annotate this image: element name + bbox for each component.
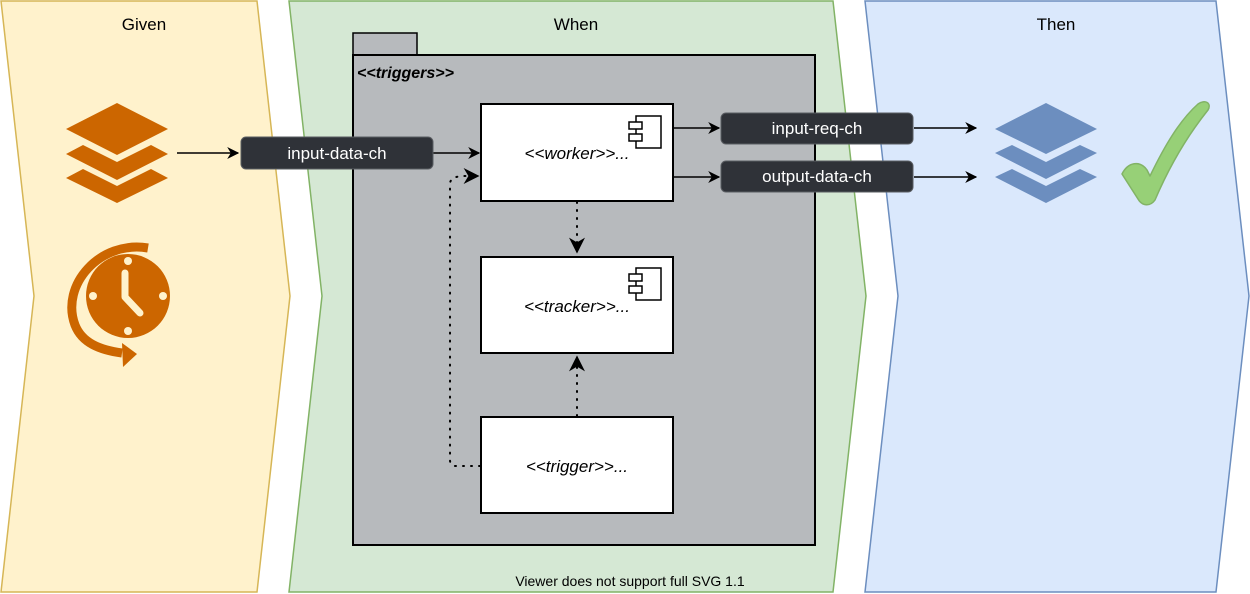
trigger-component[interactable]: <<trigger>>... (480, 416, 674, 514)
channel-box (720, 112, 914, 145)
worker-label: <<worker>>... (525, 144, 630, 163)
viewer-warning-text: Viewer does not support full SVG 1.1 (515, 573, 745, 589)
channel-box (240, 136, 434, 170)
channel-input-data[interactable]: input-data-ch (240, 136, 434, 170)
channel-label: output-data-ch (762, 167, 872, 186)
component-icon (628, 115, 662, 149)
trigger-box (480, 416, 674, 514)
then-label: Then (1037, 15, 1076, 34)
channel-output-data[interactable]: output-data-ch (720, 160, 914, 193)
channel-label: input-req-ch (772, 119, 863, 138)
then-panel (864, 0, 1250, 593)
given-label: Given (122, 15, 166, 34)
channel-input-req[interactable]: input-req-ch (720, 112, 914, 145)
scheduled-clock-icon (67, 242, 170, 367)
tracker-component[interactable]: <<tracker>>... (480, 256, 674, 354)
checkmark-icon (1121, 101, 1210, 206)
dependency-edges (449, 168, 585, 467)
given-layers-icon (66, 103, 168, 203)
worker-component[interactable]: <<worker>>... (480, 103, 674, 202)
flow-edges (177, 122, 978, 183)
trigger-label: <<trigger>>... (526, 457, 628, 476)
package-tab (352, 32, 418, 56)
phase-then: Then (864, 0, 1250, 593)
component-icon (628, 267, 662, 301)
then-layers-icon (995, 103, 1097, 203)
package-label: <<triggers>> (357, 65, 454, 82)
when-label: When (554, 15, 598, 34)
channel-label: input-data-ch (287, 144, 386, 163)
channel-box (720, 160, 914, 193)
tracker-label: <<tracker>>... (524, 297, 630, 316)
